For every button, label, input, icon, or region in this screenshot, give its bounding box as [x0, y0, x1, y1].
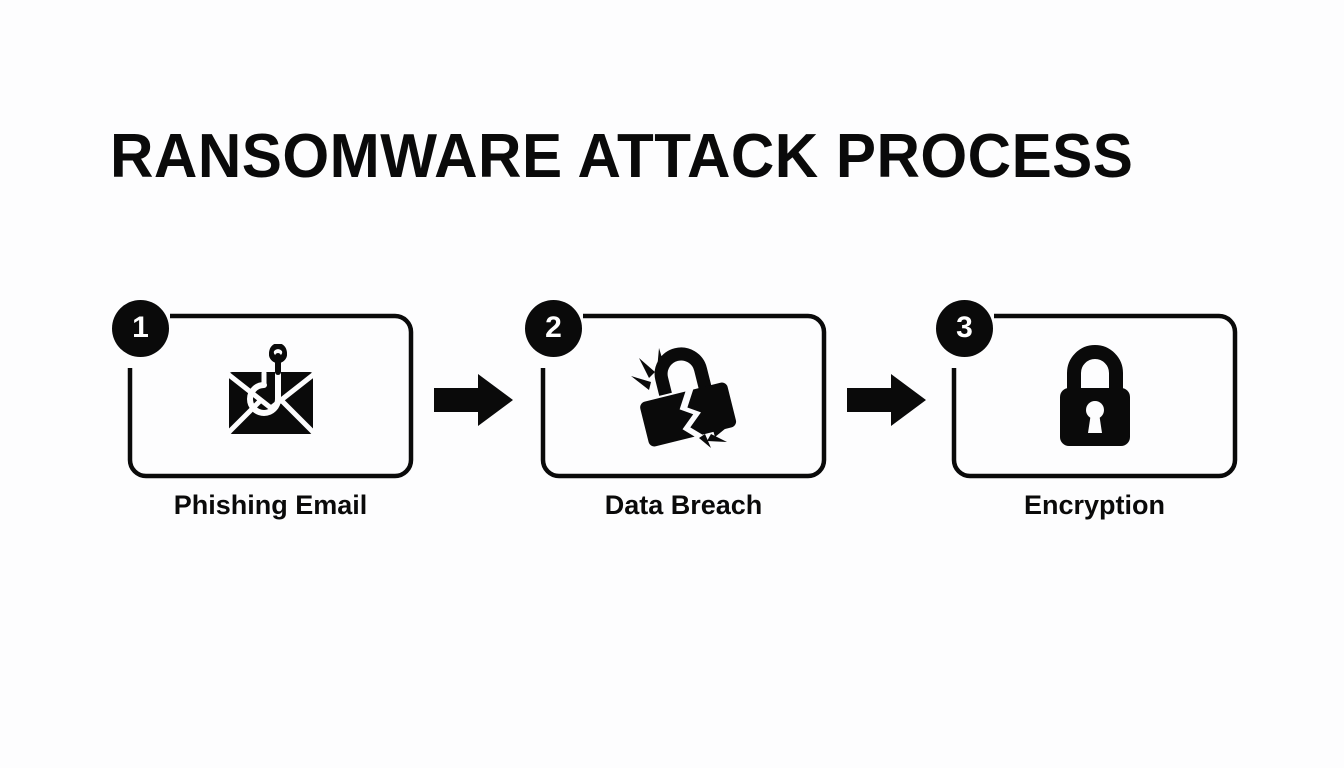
process-step-2[interactable]: 2 Data Breach: [525, 300, 826, 520]
step-number-badge-1: 1: [112, 300, 169, 357]
step-number-text: 3: [956, 311, 973, 344]
step-label-1: Phishing Email: [173, 490, 368, 520]
step-box-outline: [952, 314, 1237, 478]
step-number-text: 1: [132, 311, 149, 344]
arrow-right-icon-1: [434, 372, 514, 428]
page-title: RANSOMWARE ATTACK PROCESS: [110, 122, 1134, 191]
arrow-right-icon-2: [847, 372, 927, 428]
step-number-badge-3: 3: [936, 300, 993, 357]
step-box-outline: [128, 314, 413, 478]
step-number-badge-2: 2: [525, 300, 582, 357]
step-label-3: Encryption: [1023, 490, 1165, 520]
step-label-2: Data Breach: [604, 490, 763, 520]
process-step-3[interactable]: 3 Encryption: [936, 300, 1237, 520]
step-number-text: 2: [545, 311, 562, 344]
process-step-1[interactable]: 1 Phishing Email: [112, 300, 413, 520]
step-box-outline: [541, 314, 826, 478]
